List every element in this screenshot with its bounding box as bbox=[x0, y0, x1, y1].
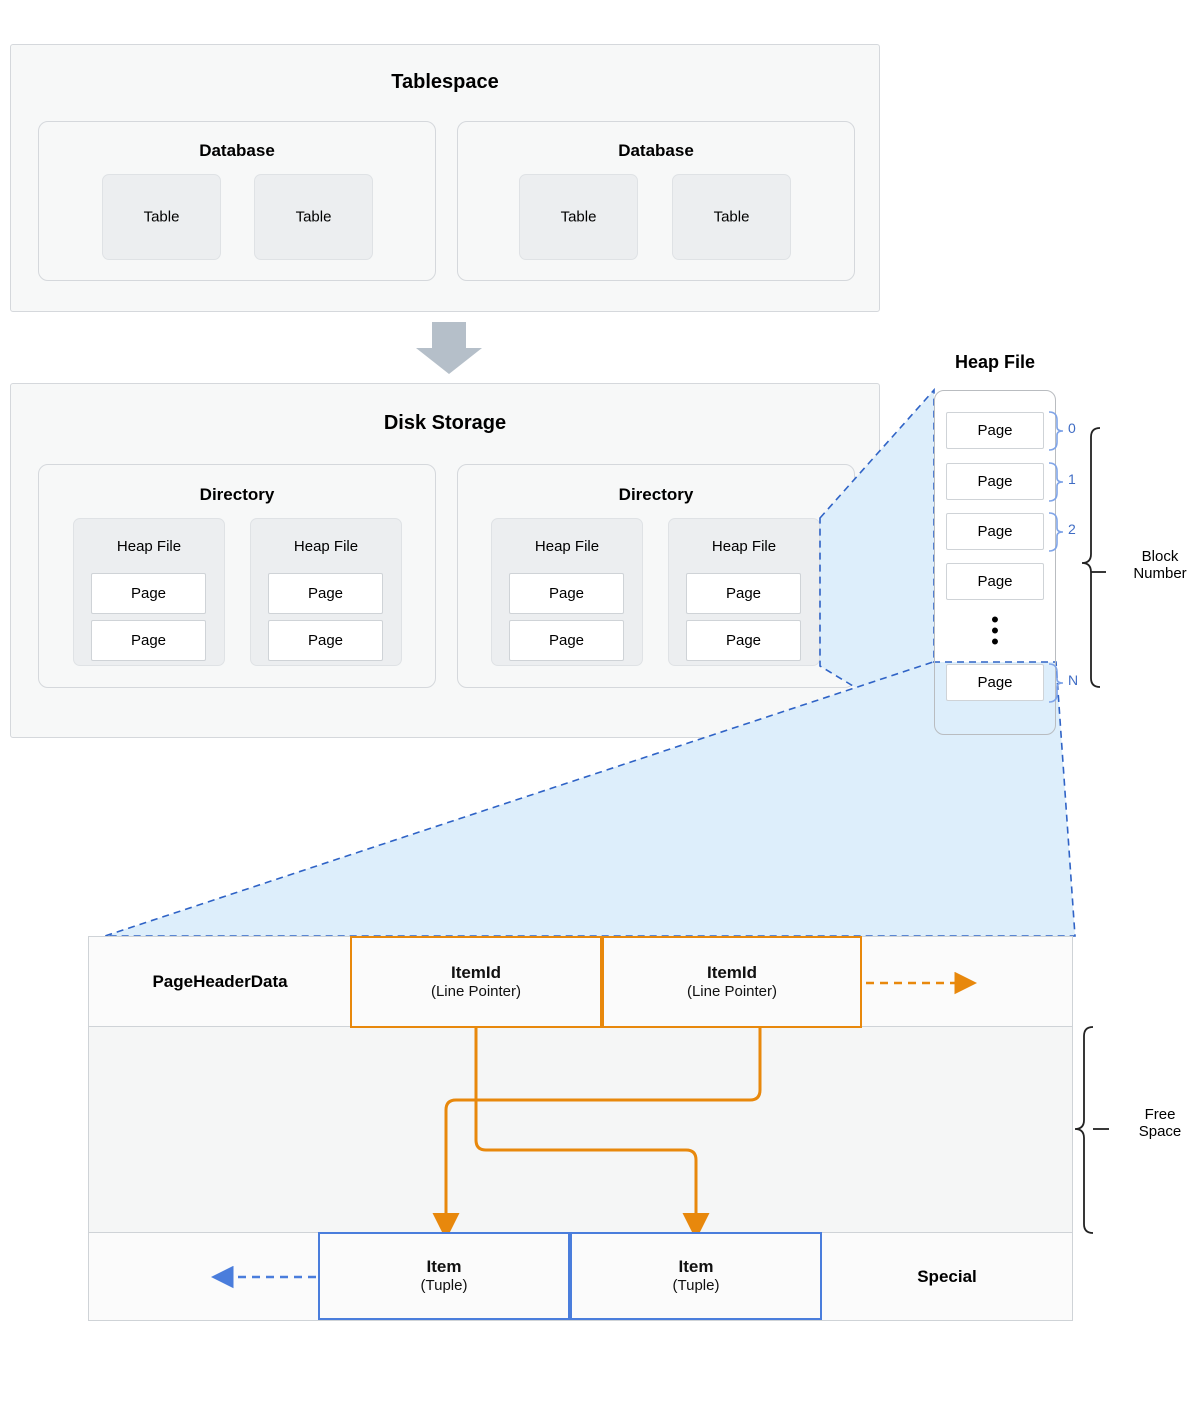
heapfile-callout-title: Heap File bbox=[954, 352, 1036, 372]
block-number-brace bbox=[1081, 427, 1101, 688]
page-box-4b: Page bbox=[686, 620, 801, 661]
callout-page-3: Page bbox=[946, 563, 1044, 600]
page-box-2a: Page bbox=[268, 573, 383, 614]
ellipsis-dot-3: • bbox=[991, 629, 999, 654]
block-number-label-line1: Block bbox=[1141, 548, 1179, 565]
free-space-label: Free Space bbox=[1124, 1106, 1196, 1141]
database-panel-2: Database bbox=[457, 121, 855, 281]
item-title-2: Item bbox=[678, 1257, 714, 1277]
callout-page-0: Page bbox=[946, 412, 1044, 449]
itemid-box-1: ItemId (Line Pointer) bbox=[350, 936, 602, 1028]
ellipsis-dot-2: • bbox=[991, 618, 999, 643]
item-subtitle-2: (Tuple) bbox=[672, 1276, 720, 1294]
callout-page-n: Page bbox=[946, 664, 1044, 701]
block-number-label-0: 0 bbox=[1068, 420, 1076, 436]
down-arrow-icon bbox=[416, 322, 482, 374]
heapfile-title-3: Heap File bbox=[534, 538, 600, 555]
heapfile-title-1: Heap File bbox=[116, 538, 182, 555]
tablespace-title: Tablespace bbox=[391, 71, 499, 93]
free-space-label-line2: Space bbox=[1138, 1123, 1182, 1141]
item-box-2: Item (Tuple) bbox=[570, 1232, 822, 1320]
itemid-box-2: ItemId (Line Pointer) bbox=[602, 936, 862, 1028]
itemid-subtitle-2: (Line Pointer) bbox=[686, 982, 778, 1000]
vertical-ellipsis: • • • bbox=[946, 607, 1044, 654]
table-label-2: Table bbox=[295, 208, 332, 226]
itemid-subtitle-1: (Line Pointer) bbox=[430, 982, 522, 1000]
block-number-bracket-label: Block Number bbox=[1122, 548, 1198, 583]
page-header-data-label: PageHeaderData bbox=[152, 972, 288, 991]
page-box-1a: Page bbox=[91, 573, 206, 614]
table-box-3: Table bbox=[519, 174, 638, 260]
ellipsis-dot-1: • bbox=[991, 607, 999, 632]
heapfile-title-2: Heap File bbox=[293, 538, 359, 555]
special-label: Special bbox=[917, 1267, 977, 1286]
table-box-4: Table bbox=[672, 174, 791, 260]
itemid-title-1: ItemId bbox=[450, 963, 502, 983]
page-box-4a: Page bbox=[686, 573, 801, 614]
block-number-label-1: 1 bbox=[1068, 471, 1076, 487]
callout-page-2: Page bbox=[946, 513, 1044, 550]
item-subtitle-1: (Tuple) bbox=[420, 1276, 468, 1294]
item-title-1: Item bbox=[426, 1257, 462, 1277]
table-label-3: Table bbox=[560, 208, 597, 226]
item-box-1: Item (Tuple) bbox=[318, 1232, 570, 1320]
callout-page-1: Page bbox=[946, 463, 1044, 500]
heapfile-title-4: Heap File bbox=[711, 538, 777, 555]
database-panel-1: Database bbox=[38, 121, 436, 281]
free-space-label-line1: Free bbox=[1144, 1106, 1176, 1123]
directory-title-1: Directory bbox=[199, 485, 275, 504]
page-box-3b: Page bbox=[509, 620, 624, 661]
itemid-title-2: ItemId bbox=[706, 963, 758, 983]
block-number-label-n: N bbox=[1068, 672, 1079, 688]
table-box-2: Table bbox=[254, 174, 373, 260]
table-label-4: Table bbox=[713, 208, 750, 226]
block-number-label-line2: Number bbox=[1133, 565, 1187, 583]
database-title-2: Database bbox=[618, 141, 694, 160]
block-number-label-2: 2 bbox=[1068, 521, 1076, 537]
page-box-3a: Page bbox=[509, 573, 624, 614]
page-box-2b: Page bbox=[268, 620, 383, 661]
table-label-1: Table bbox=[143, 208, 180, 226]
page-box-1b: Page bbox=[91, 620, 206, 661]
free-space-brace bbox=[1074, 1026, 1094, 1234]
table-box-1: Table bbox=[102, 174, 221, 260]
directory-title-2: Directory bbox=[618, 485, 694, 504]
disk-storage-title: Disk Storage bbox=[383, 412, 507, 434]
database-title-1: Database bbox=[199, 141, 275, 160]
